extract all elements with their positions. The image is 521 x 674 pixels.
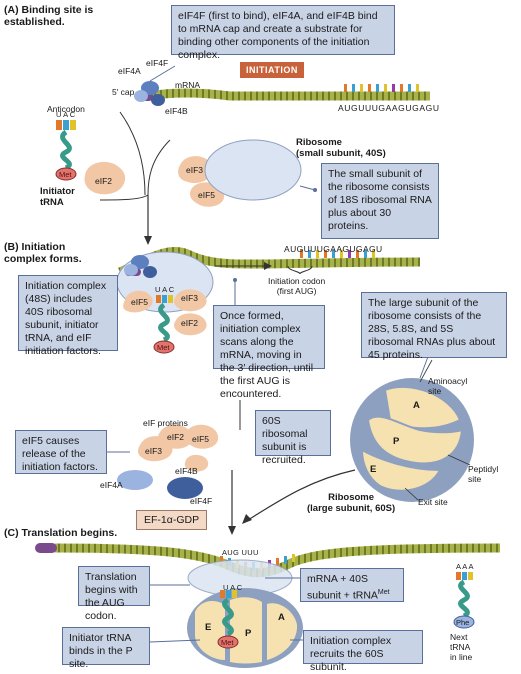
- codon-ticks-b: [300, 250, 375, 258]
- peptidyl-label: Peptidyl site: [468, 464, 499, 484]
- mrna-label: mRNA: [175, 80, 201, 90]
- ribosome-large-label: Ribosome (large subunit, 60S): [307, 492, 396, 514]
- eif4a-shape-a: [134, 90, 148, 102]
- eif2-blob-b: [174, 313, 207, 336]
- section-b-label: (B) Initiation complex forms.: [4, 241, 82, 265]
- cap-c: [35, 543, 57, 553]
- small-subunit-a: [204, 139, 302, 201]
- a-site-label: A: [413, 400, 420, 411]
- eif5-blob-b: [123, 290, 153, 313]
- eif4f-label-c: eIF4F: [190, 496, 213, 506]
- initiator-trna-c: [217, 590, 239, 649]
- mrna-40s-text: mRNA + 40S subunit + tRNA: [307, 573, 378, 602]
- uac-label-a: U A C: [56, 110, 76, 119]
- met-label-c: Met: [221, 638, 234, 647]
- eif5-release-box: eIF5 causes release of the initiation fa…: [15, 430, 107, 474]
- initiation-48s-box: Initiation complex (48S) includes 40S ri…: [18, 275, 118, 357]
- eif3-blob-b: [174, 289, 207, 312]
- p-site-label: P: [393, 436, 400, 447]
- eif4b-label-c: eIF4B: [175, 466, 198, 476]
- recruits-60s-box: Initiation complex recruits the 60S subu…: [303, 630, 423, 673]
- large-subunit-box: The large subunit of the ribosome consis…: [361, 292, 507, 361]
- mrna-40s-sup: Met: [377, 589, 390, 596]
- uac-label-c: U A C: [223, 583, 243, 592]
- ribosome-small-label: Ribosome (small subunit, 40S): [296, 137, 386, 159]
- trna-p-site-box: Initiator tRNA binds in the P site.: [62, 627, 150, 670]
- mrna-sequence-b: AUGUUUGAAGUGAGU: [284, 244, 383, 254]
- next-trna: [453, 572, 475, 629]
- aug-codon-c: AUG UUU: [222, 548, 259, 557]
- large-subunit-p-site: [366, 415, 464, 465]
- e-site-label: E: [370, 464, 377, 475]
- met-label-a: Met: [59, 170, 72, 179]
- p-site-label-c: P: [245, 628, 252, 639]
- mrna-sequence-a: AUGUUUGAAGUGAGU: [338, 103, 440, 113]
- section-a-label: (A) Binding site is established.: [4, 4, 94, 28]
- met-label-b: Met: [157, 343, 170, 352]
- eif3-label-a: eIF3: [186, 165, 204, 175]
- uac-label-b: U A C: [155, 285, 175, 294]
- exit-site-label: Exit site: [418, 497, 448, 507]
- eif5-label-c: eIF5: [192, 434, 210, 444]
- cap-label: 5′ cap: [112, 87, 135, 97]
- recruited-60s-box: 60S ribosomal subunit is recruited.: [255, 410, 331, 466]
- small-subunit-box: The small subunit of the ribosome consis…: [321, 163, 439, 239]
- codon-ticks-a: [344, 84, 419, 92]
- phe-label: Phe: [456, 618, 470, 627]
- eif4b-shape-a: [151, 94, 165, 106]
- mrna-strand-a: [149, 88, 430, 101]
- eif3-blob-a: [178, 156, 213, 184]
- ef1a-gdp-label: EF-1α-GDP: [136, 510, 208, 530]
- initiator-trna-b: [153, 295, 175, 354]
- aminoacyl-label: Aminoacyl site: [428, 376, 468, 396]
- next-trna-label: Next tRNA in line: [450, 632, 473, 662]
- a-site-label-c: A: [278, 612, 285, 623]
- eif-proteins-label: eIF proteins: [143, 418, 188, 428]
- eif4f-label: eIF4F: [146, 58, 169, 68]
- mrna-40s-box: mRNA + 40S subunit + tRNAMet: [300, 568, 404, 602]
- initiator-trna-a: [55, 120, 77, 181]
- initiation-badge: INITIATION: [240, 62, 304, 78]
- eif5-label-a: eIF5: [198, 190, 216, 200]
- eif5-label-b: eIF5: [131, 297, 149, 307]
- scans-box: Once formed, initiation complex scans al…: [213, 305, 325, 400]
- translation-begins-box: Translation begins with the AUG codon.: [78, 566, 150, 622]
- initiator-trna-label: Initiator tRNA: [40, 186, 75, 208]
- eif3-label-c: eIF3: [145, 446, 163, 456]
- eif2-label-b: eIF2: [181, 318, 199, 328]
- eif4a-label-c: eIF4A: [100, 480, 123, 490]
- eif4b-label: eIF4B: [165, 106, 188, 116]
- aaa-label: A A A: [456, 562, 474, 571]
- large-subunit-e-site: [360, 448, 442, 492]
- eif3-label-b: eIF3: [181, 293, 199, 303]
- eif2-label-c: eIF2: [167, 432, 185, 442]
- e-site-label-c: E: [205, 622, 212, 633]
- eif4a-label: eIF4A: [118, 66, 141, 76]
- eif2-label-a: eIF2: [95, 176, 113, 186]
- section-c-label: (C) Translation begins.: [4, 527, 118, 539]
- eif4-binding-box: eIF4F (first to bind), eIF4A, and eIF4B …: [171, 5, 395, 61]
- initiation-codon-label: Initiation codon (first AUG): [268, 276, 326, 296]
- eif2-blob-a: [84, 161, 126, 195]
- anticodon-label: Anticodon: [47, 104, 85, 114]
